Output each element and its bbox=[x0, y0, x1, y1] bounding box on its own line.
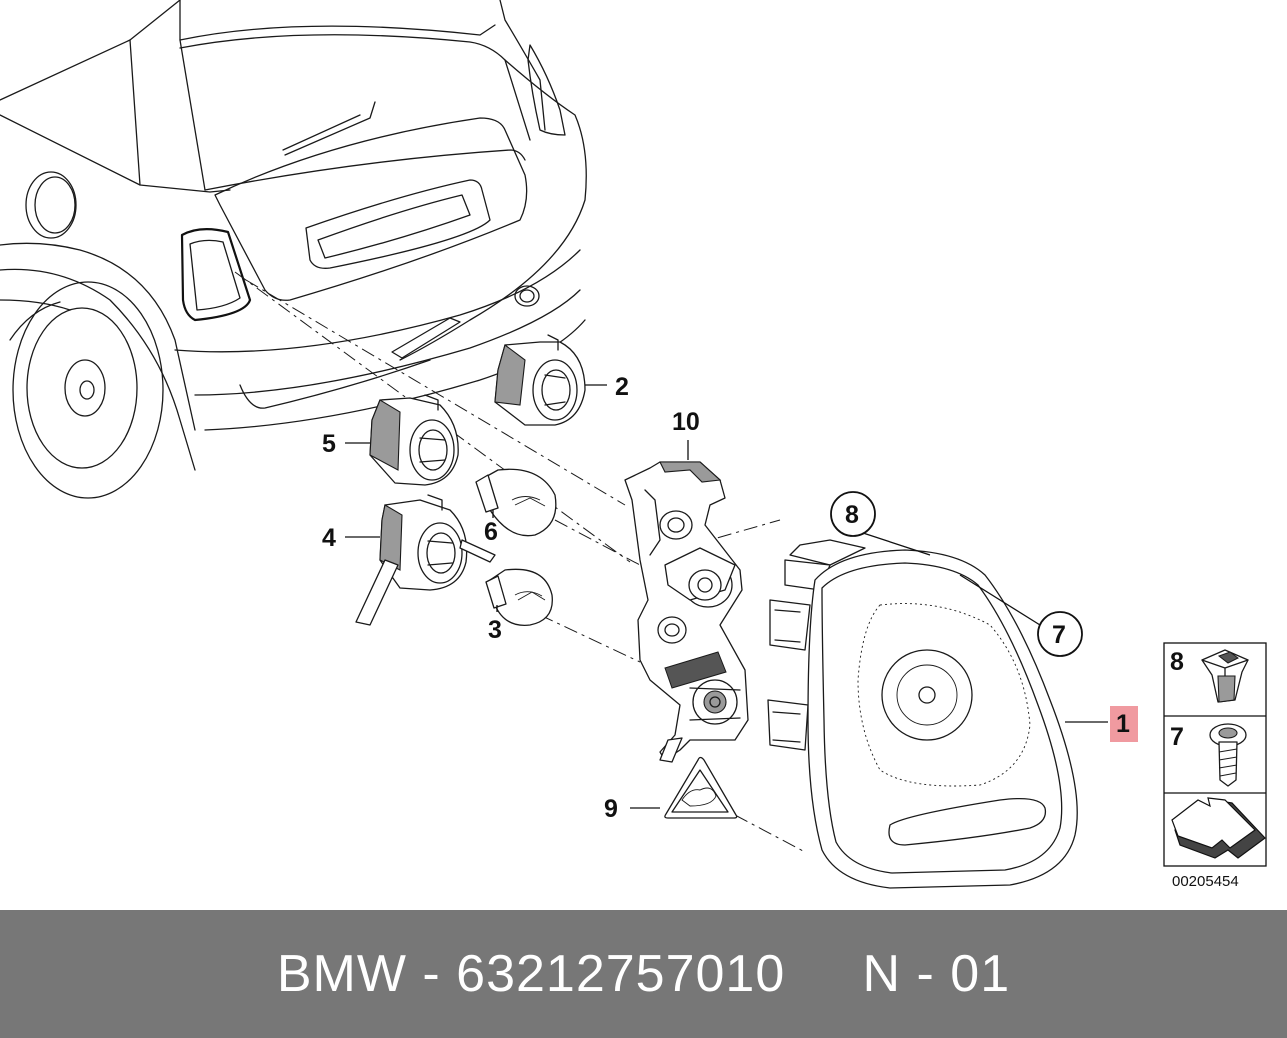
callouts: 2 5 4 6 3 10 9 8 7 1 bbox=[322, 373, 1138, 823]
expanding-nut-icon bbox=[1201, 649, 1249, 703]
bulb-holder-4 bbox=[355, 494, 496, 626]
position-code: N - 01 bbox=[862, 945, 1011, 1003]
bulb-holder-5 bbox=[369, 394, 459, 486]
car-rear-illustration bbox=[0, 0, 587, 499]
spacer bbox=[785, 945, 862, 1003]
arrow-icon bbox=[1171, 797, 1266, 859]
tail-light-assembly bbox=[767, 539, 1078, 889]
brand-label: BMW bbox=[276, 945, 407, 1003]
callout-4: 4 bbox=[322, 524, 336, 552]
screw-icon bbox=[1209, 723, 1247, 787]
parts-diagram: 2 5 4 6 3 10 9 8 7 1 8 bbox=[0, 0, 1267, 890]
callout-9: 9 bbox=[604, 795, 618, 823]
warning-triangle bbox=[664, 756, 738, 819]
legend-label-7: 7 bbox=[1170, 723, 1184, 751]
callout-3: 3 bbox=[488, 616, 502, 644]
bulb-3 bbox=[485, 568, 553, 626]
bulb-holder-2 bbox=[494, 334, 586, 426]
callout-2: 2 bbox=[615, 373, 629, 401]
separator: - bbox=[406, 945, 457, 1003]
bulb-6 bbox=[475, 468, 557, 537]
callout-1: 1 bbox=[1116, 710, 1130, 738]
reference-code: 00205454 bbox=[1172, 873, 1239, 890]
legend-panel: 8 7 00205454 bbox=[1163, 642, 1267, 890]
callout-8: 8 bbox=[845, 501, 859, 529]
callout-10: 10 bbox=[672, 408, 700, 436]
legend-label-8: 8 bbox=[1170, 648, 1184, 676]
footer-bar: BMW - 63212757010 N - 01 bbox=[0, 910, 1287, 1038]
callout-1-highlight bbox=[1110, 706, 1138, 742]
callout-6: 6 bbox=[484, 518, 498, 546]
footer-caption: BMW - 63212757010 N - 01 bbox=[277, 944, 1010, 1004]
part-number: 63212757010 bbox=[456, 945, 786, 1003]
callout-7: 7 bbox=[1052, 621, 1066, 649]
callout-5: 5 bbox=[322, 430, 336, 458]
bulb-carrier-10 bbox=[624, 461, 749, 763]
